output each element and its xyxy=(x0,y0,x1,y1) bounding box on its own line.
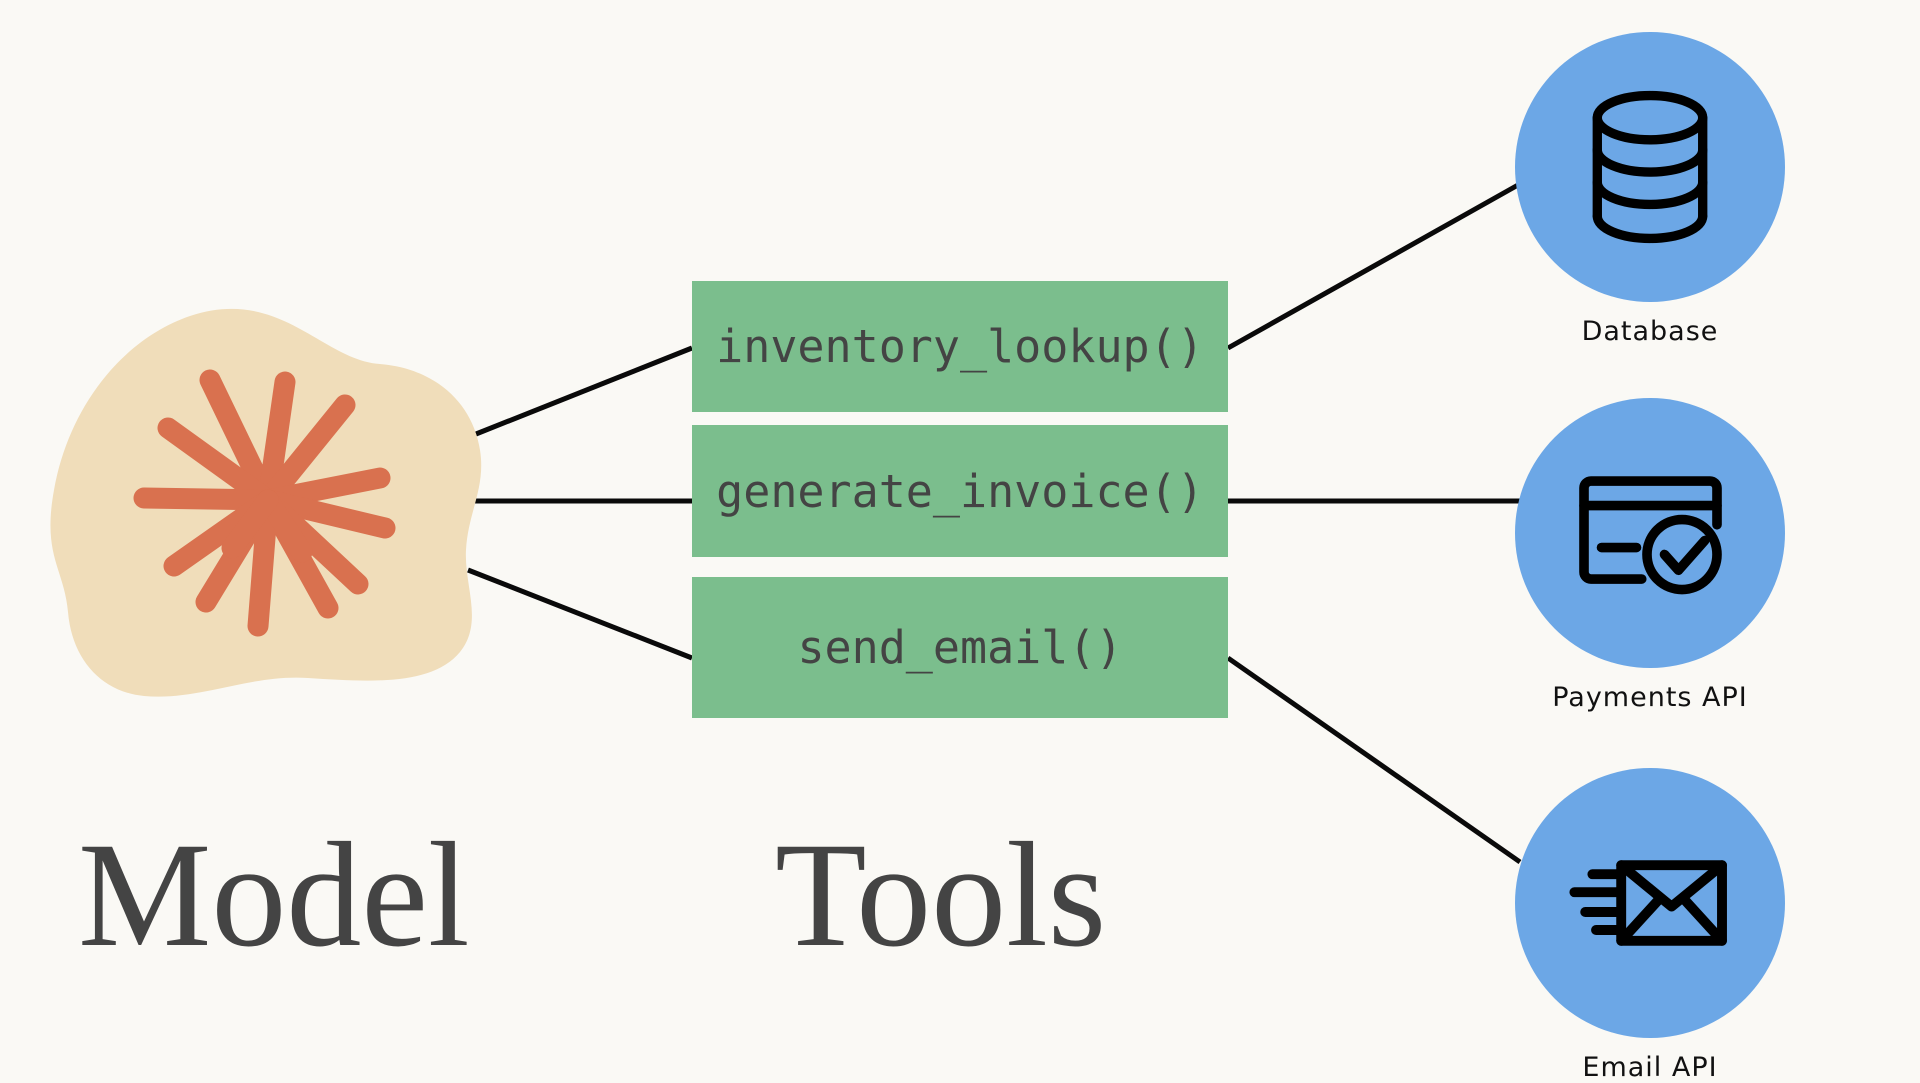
tool-generate-invoice[interactable]: generate_invoice() xyxy=(692,425,1228,557)
service-node-email-api[interactable]: Email API xyxy=(1515,768,1785,1083)
tool-inventory-lookup[interactable]: inventory_lookup() xyxy=(692,281,1228,412)
starburst-icon xyxy=(133,369,396,637)
service-circle xyxy=(1515,398,1785,668)
tools-caption: Tools xyxy=(775,812,1107,978)
credit-card-check-icon xyxy=(1578,475,1722,594)
connector-model-to-send-email xyxy=(467,567,693,661)
service-node-database[interactable]: Database xyxy=(1515,32,1785,347)
connector-model-to-inventory-lookup xyxy=(475,345,693,437)
tool-label: inventory_lookup() xyxy=(716,320,1204,373)
model-blob xyxy=(50,308,482,697)
model-node xyxy=(40,300,490,700)
tool-label: generate_invoice() xyxy=(716,464,1204,518)
tool-send-email[interactable]: send_email() xyxy=(692,577,1228,718)
model-caption: Model xyxy=(78,812,470,978)
service-circle xyxy=(1515,32,1785,302)
database-icon xyxy=(1592,90,1708,244)
connector-inventory-lookup-to-database xyxy=(1226,182,1520,351)
service-label: Database xyxy=(1581,316,1719,347)
tool-label: send_email() xyxy=(797,621,1123,674)
service-label: Email API xyxy=(1582,1052,1718,1083)
envelope-send-icon xyxy=(1569,860,1727,946)
service-circle xyxy=(1515,768,1785,1038)
connector-send-email-to-email-api xyxy=(1226,655,1522,865)
service-node-payments-api[interactable]: Payments API xyxy=(1515,398,1785,713)
service-label: Payments API xyxy=(1552,682,1748,713)
